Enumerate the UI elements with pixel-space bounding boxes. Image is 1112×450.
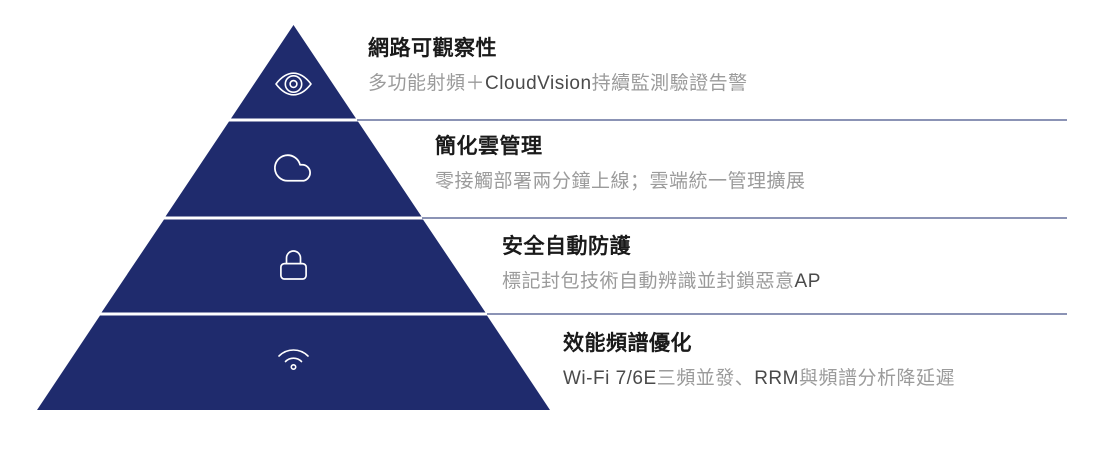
tier-4-title: 效能頻譜優化 [563, 332, 692, 355]
pyramid-tier-4-shape [37, 315, 550, 410]
tier-2-text: 簡化雲管理 零接觸部署兩分鐘上線；雲端統一管理擴展 [435, 134, 806, 195]
pyramid-tier-3-shape [101, 219, 486, 313]
tier-1-text: 網路可觀察性 多功能射頻＋CloudVision持續監測驗證告警 [368, 36, 748, 97]
tier-1-title: 網路可觀察性 [368, 37, 497, 60]
tier-3-title: 安全自動防護 [502, 235, 631, 258]
wifi-icon [278, 349, 309, 370]
lock-icon [280, 250, 307, 280]
cloud-icon [274, 154, 311, 182]
tier-3-subtitle: 標記封包技術自動辨識並封鎖惡意AP [502, 271, 821, 292]
eye-icon [275, 72, 312, 96]
pyramid-tier-1-shape [231, 25, 356, 119]
tier-2-subtitle: 零接觸部署兩分鐘上線；雲端統一管理擴展 [435, 171, 806, 192]
tier-1-subtitle: 多功能射頻＋CloudVision持續監測驗證告警 [368, 73, 748, 94]
tier-4-subtitle: Wi-Fi 7/6E三頻並發、RRM與頻譜分析降延遲 [563, 368, 955, 389]
tier-3-text: 安全自動防護 標記封包技術自動辨識並封鎖惡意AP [502, 234, 821, 295]
pyramid-tier-2-shape [165, 121, 422, 217]
tier-4-text: 效能頻譜優化 Wi-Fi 7/6E三頻並發、RRM與頻譜分析降延遲 [563, 331, 955, 392]
tier-2-title: 簡化雲管理 [435, 135, 543, 158]
